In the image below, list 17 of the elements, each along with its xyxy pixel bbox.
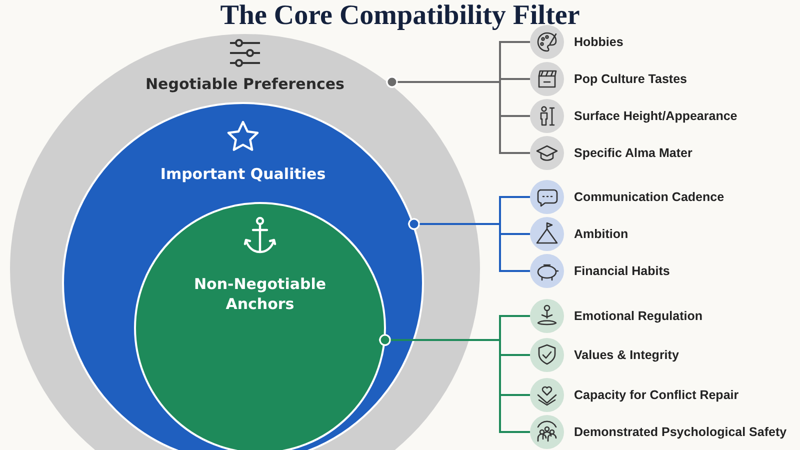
circle-label: Important Qualities [160, 164, 326, 184]
item-label: Communication Cadence [574, 190, 724, 204]
item-label: Pop Culture Tastes [574, 72, 687, 86]
item-label: Ambition [574, 227, 628, 241]
item-label: Values & Integrity [574, 348, 679, 362]
item-label: Hobbies [574, 35, 624, 49]
connector-line [379, 334, 530, 433]
diagram-title: The Core Compatibility Filter [219, 0, 581, 32]
item-label: Financial Habits [574, 264, 670, 278]
circle-label: Negotiable Preferences [146, 74, 344, 94]
item-label: Demonstrated Psychological Safety [574, 425, 787, 439]
item-label: Emotional Regulation [574, 309, 702, 323]
item-label: Capacity for Conflict Repair [574, 388, 739, 402]
item-label: Surface Height/Appearance [574, 109, 738, 123]
circle-label: Non-Negotiable Anchors [192, 274, 328, 314]
item-label: Specific Alma Mater [574, 146, 692, 160]
connector-line [408, 218, 530, 272]
